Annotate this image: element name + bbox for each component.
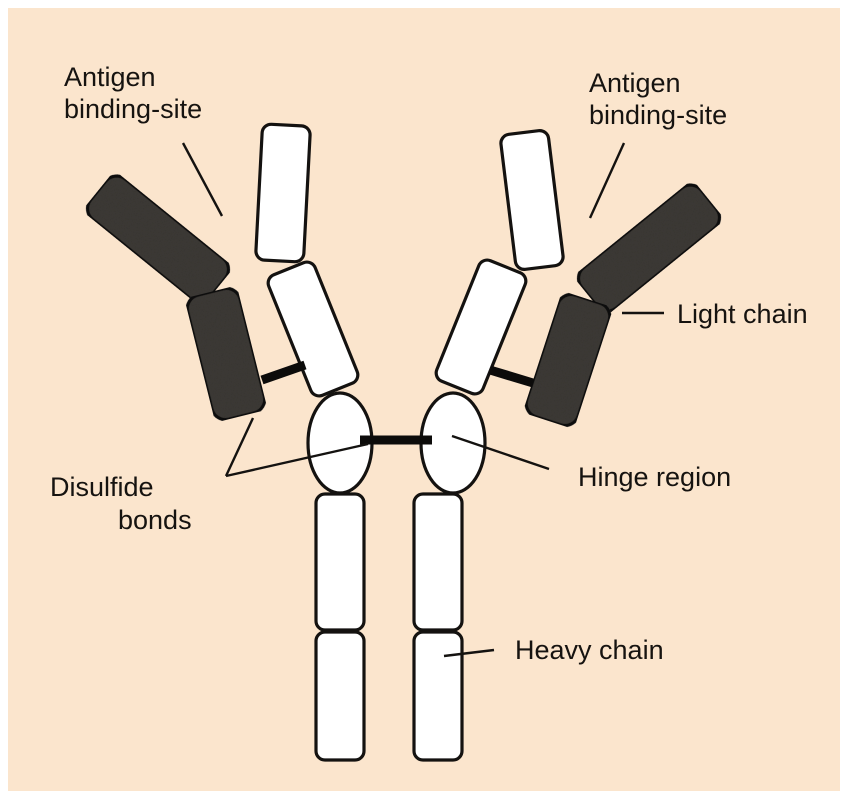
heavy-chain-left-constant-lower (316, 632, 364, 760)
light-chain-label: Light chain (677, 299, 808, 329)
antigen-left-label-line2: binding-site (64, 94, 202, 124)
antigen-right-label-line2: binding-site (589, 100, 727, 130)
heavy-chain-right-constant-lower (414, 632, 462, 760)
disulfide-bonds-label-line2: bonds (118, 505, 192, 535)
heavy-chain-right-constant-upper (414, 494, 462, 630)
antigen-right-label-line1: Antigen (589, 68, 681, 98)
heavy-chain-left-variable (255, 124, 310, 262)
antigen-left-label-line1: Antigen (64, 62, 156, 92)
heavy-chain-label: Heavy chain (515, 635, 664, 665)
disulfide-bonds-label-line1: Disulfide (50, 472, 154, 502)
hinge-region-label: Hinge region (578, 462, 731, 492)
heavy-chain-left-constant-upper (316, 494, 364, 630)
